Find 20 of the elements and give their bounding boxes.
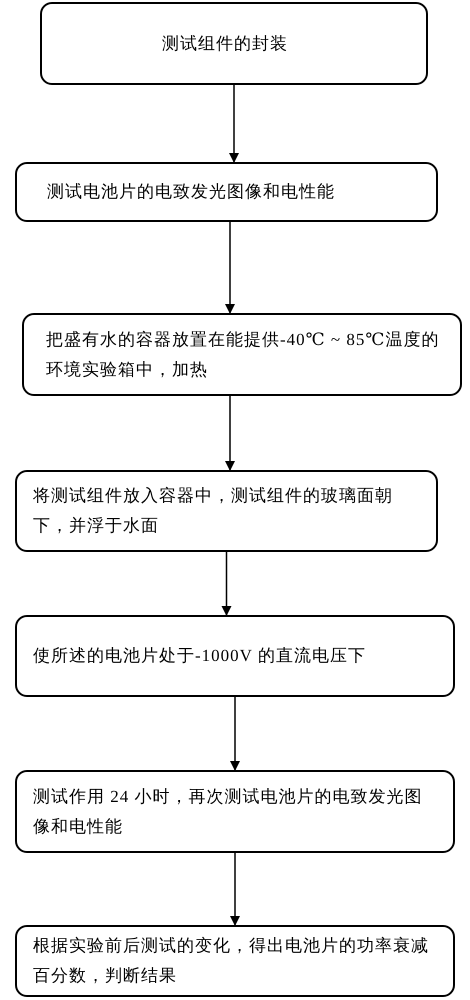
arrow — [230, 853, 240, 926]
step-text: 测试组件的封装 — [162, 32, 289, 54]
step-text: 根据实验前后测试的变化，得出电池片的功率衰减百分数，判断结果 — [33, 935, 430, 987]
arrow — [222, 552, 232, 616]
arrow — [225, 222, 235, 314]
process-box — [22, 313, 462, 396]
arrow — [230, 697, 240, 771]
arrow — [229, 85, 239, 163]
arrow — [225, 396, 235, 471]
step-text: 将测试组件放入容器中，测试组件的玻璃面朝下，并浮于水面 — [33, 485, 394, 537]
process-box — [15, 770, 455, 853]
step-text: 测试电池片的电致发光图像和电性能 — [47, 181, 336, 203]
process-box — [15, 162, 438, 222]
step-text: 把盛有水的容器放置在能提供-40℃ ~ 85℃温度的环境实验箱中，加热 — [46, 328, 440, 380]
process-box — [15, 925, 455, 997]
process-box — [40, 2, 428, 85]
step-text: 测试作用 24 小时，再次测试电池片的电致发光图像和电性能 — [33, 786, 424, 838]
process-box — [15, 470, 438, 552]
step-text: 使所述的电池片处于-1000V 的直流电压下 — [33, 645, 367, 667]
process-box — [15, 615, 455, 697]
